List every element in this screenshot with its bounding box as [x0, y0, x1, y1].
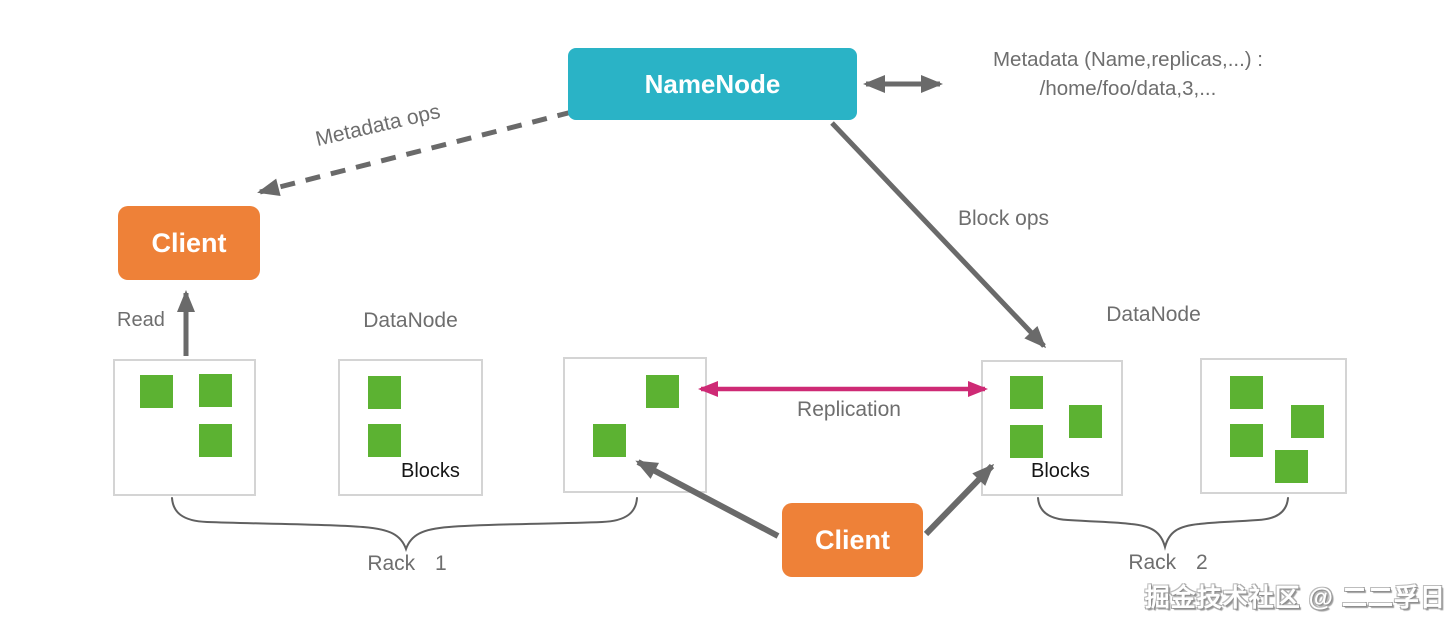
datanode-box — [338, 359, 483, 496]
block-square — [1069, 405, 1102, 438]
rack1-label: Rack 1 — [367, 552, 447, 575]
block-square — [1010, 376, 1043, 409]
datanode-label-right: DataNode — [1106, 303, 1201, 326]
block-square — [140, 375, 173, 408]
client-box-bottom: Client — [782, 503, 923, 577]
block-square — [1230, 376, 1263, 409]
rack2-label: Rack 2 — [1128, 551, 1208, 574]
block-square — [199, 424, 232, 457]
client-top-label: Client — [151, 227, 227, 258]
datanode-box — [1200, 358, 1347, 494]
block-square — [1291, 405, 1324, 438]
metadata-annotation: Metadata (Name,replicas,...) : /home/foo… — [960, 45, 1296, 103]
client-bottom-label: Client — [814, 524, 890, 555]
metadata-line-1: Metadata (Name,replicas,...) : — [992, 48, 1263, 71]
block-square — [199, 374, 232, 407]
datanode-box — [113, 359, 256, 496]
block-square — [368, 424, 401, 457]
block-square — [593, 424, 626, 457]
namenode-label: NameNode — [644, 68, 781, 99]
client-box-top: Client — [118, 206, 260, 280]
block-ops-label: Block ops — [958, 207, 1050, 230]
datanode-box — [981, 360, 1123, 496]
namenode-box: NameNode — [568, 48, 857, 120]
block-square — [1275, 450, 1308, 483]
block-square — [368, 376, 401, 409]
blocks-label-left: Blocks — [401, 460, 460, 482]
replication-label: Replication — [797, 398, 901, 421]
blocks-label-right: Blocks — [1031, 460, 1090, 482]
metadata-line-2: /home/foo/data,3,... — [1039, 77, 1217, 100]
read-label: Read — [117, 309, 165, 331]
block-square — [1230, 424, 1263, 457]
watermark-text: 掘金技术社区 @ 二二孚日 — [1144, 584, 1446, 612]
block-square — [1010, 425, 1043, 458]
block-square — [646, 375, 679, 408]
datanode-label-left: DataNode — [363, 309, 458, 332]
metadata-ops-label: Metadata ops — [313, 99, 443, 152]
